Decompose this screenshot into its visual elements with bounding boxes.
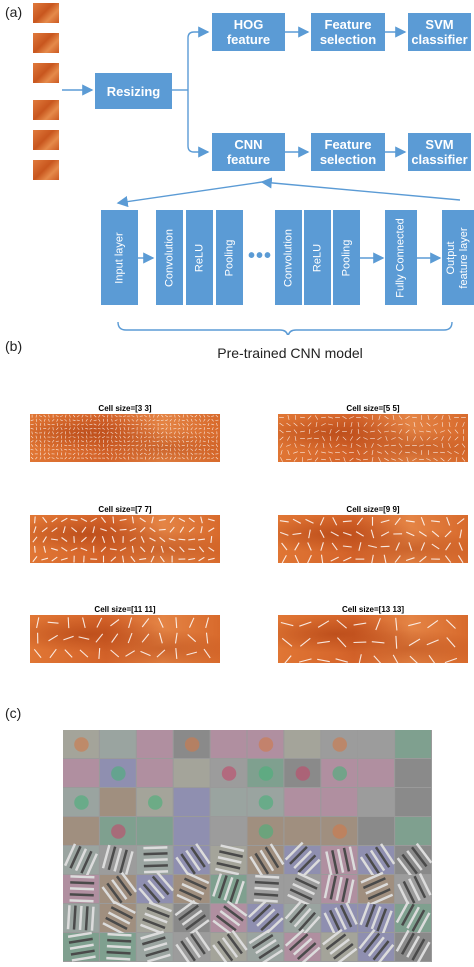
cnn-feature-box: CNN feature xyxy=(212,133,285,171)
convolution-label-2: Convolution xyxy=(282,228,295,286)
hog-image-2 xyxy=(278,414,468,462)
svm-classifier-box-1: SVM classifier xyxy=(408,13,471,51)
cnn-filter-grid xyxy=(63,730,432,962)
output-feature-layer-label: Output feature layer xyxy=(445,227,471,288)
feature-selection-1-line1: Feature xyxy=(325,17,372,32)
cnn-feature-line2: feature xyxy=(227,152,270,167)
fully-connected-box: Fully Connected xyxy=(385,210,417,305)
pooling-label-1: Pooling xyxy=(223,239,236,276)
hog-feature-line2: feature xyxy=(227,32,270,47)
convolution-label-1: Convolution xyxy=(163,228,176,286)
panel-label-b: (b) xyxy=(5,338,22,354)
convolution-box-1: Convolution xyxy=(156,210,183,305)
hog-image-6 xyxy=(278,615,468,663)
hog-title-3: Cell size=[7 7] xyxy=(30,505,220,514)
hog-image-1 xyxy=(30,414,220,462)
feature-selection-1-line2: selection xyxy=(320,32,376,47)
relu-box-2: ReLU xyxy=(304,210,331,305)
input-layer-label: Input layer xyxy=(113,232,126,283)
hog-feature-line1: HOG xyxy=(234,17,264,32)
svm-2-line2: classifier xyxy=(411,152,467,167)
feature-selection-2-line2: selection xyxy=(320,152,376,167)
resizing-box: Resizing xyxy=(95,73,172,109)
output-feature-layer-box: Output feature layer xyxy=(442,210,474,305)
svm-1-line1: SVM xyxy=(425,17,453,32)
panel-label-c: (c) xyxy=(5,705,21,721)
input-layer-box: Input layer xyxy=(101,210,138,305)
feature-selection-box-2: Feature selection xyxy=(311,133,385,171)
cnn-feature-line1: CNN xyxy=(234,137,262,152)
relu-label-2: ReLU xyxy=(311,243,324,271)
output-label-line1: Output xyxy=(445,227,458,288)
hog-title-1: Cell size=[3 3] xyxy=(30,404,220,413)
hog-feature-box: HOG feature xyxy=(212,13,285,51)
fully-connected-label: Fully Connected xyxy=(395,218,408,298)
hog-image-5 xyxy=(30,615,220,663)
layer-ellipsis: ••• xyxy=(248,245,272,268)
hog-title-4: Cell size=[9 9] xyxy=(278,505,468,514)
hog-image-4 xyxy=(278,515,468,563)
feature-selection-2-line1: Feature xyxy=(325,137,372,152)
hog-title-5: Cell size=[11 11] xyxy=(30,605,220,614)
svm-1-line2: classifier xyxy=(411,32,467,47)
pooling-label-2: Pooling xyxy=(340,239,353,276)
feature-selection-box-1: Feature selection xyxy=(311,13,385,51)
convolution-box-2: Convolution xyxy=(275,210,302,305)
relu-label-1: ReLU xyxy=(193,243,206,271)
pooling-box-1: Pooling xyxy=(216,210,243,305)
output-label-line2: feature layer xyxy=(458,227,471,288)
cnn-model-caption: Pre-trained CNN model xyxy=(180,345,400,361)
hog-title-2: Cell size=[5 5] xyxy=(278,404,468,413)
svm-2-line1: SVM xyxy=(425,137,453,152)
relu-box-1: ReLU xyxy=(186,210,213,305)
svm-classifier-box-2: SVM classifier xyxy=(408,133,471,171)
hog-image-3 xyxy=(30,515,220,563)
pooling-box-2: Pooling xyxy=(333,210,360,305)
hog-title-6: Cell size=[13 13] xyxy=(278,605,468,614)
